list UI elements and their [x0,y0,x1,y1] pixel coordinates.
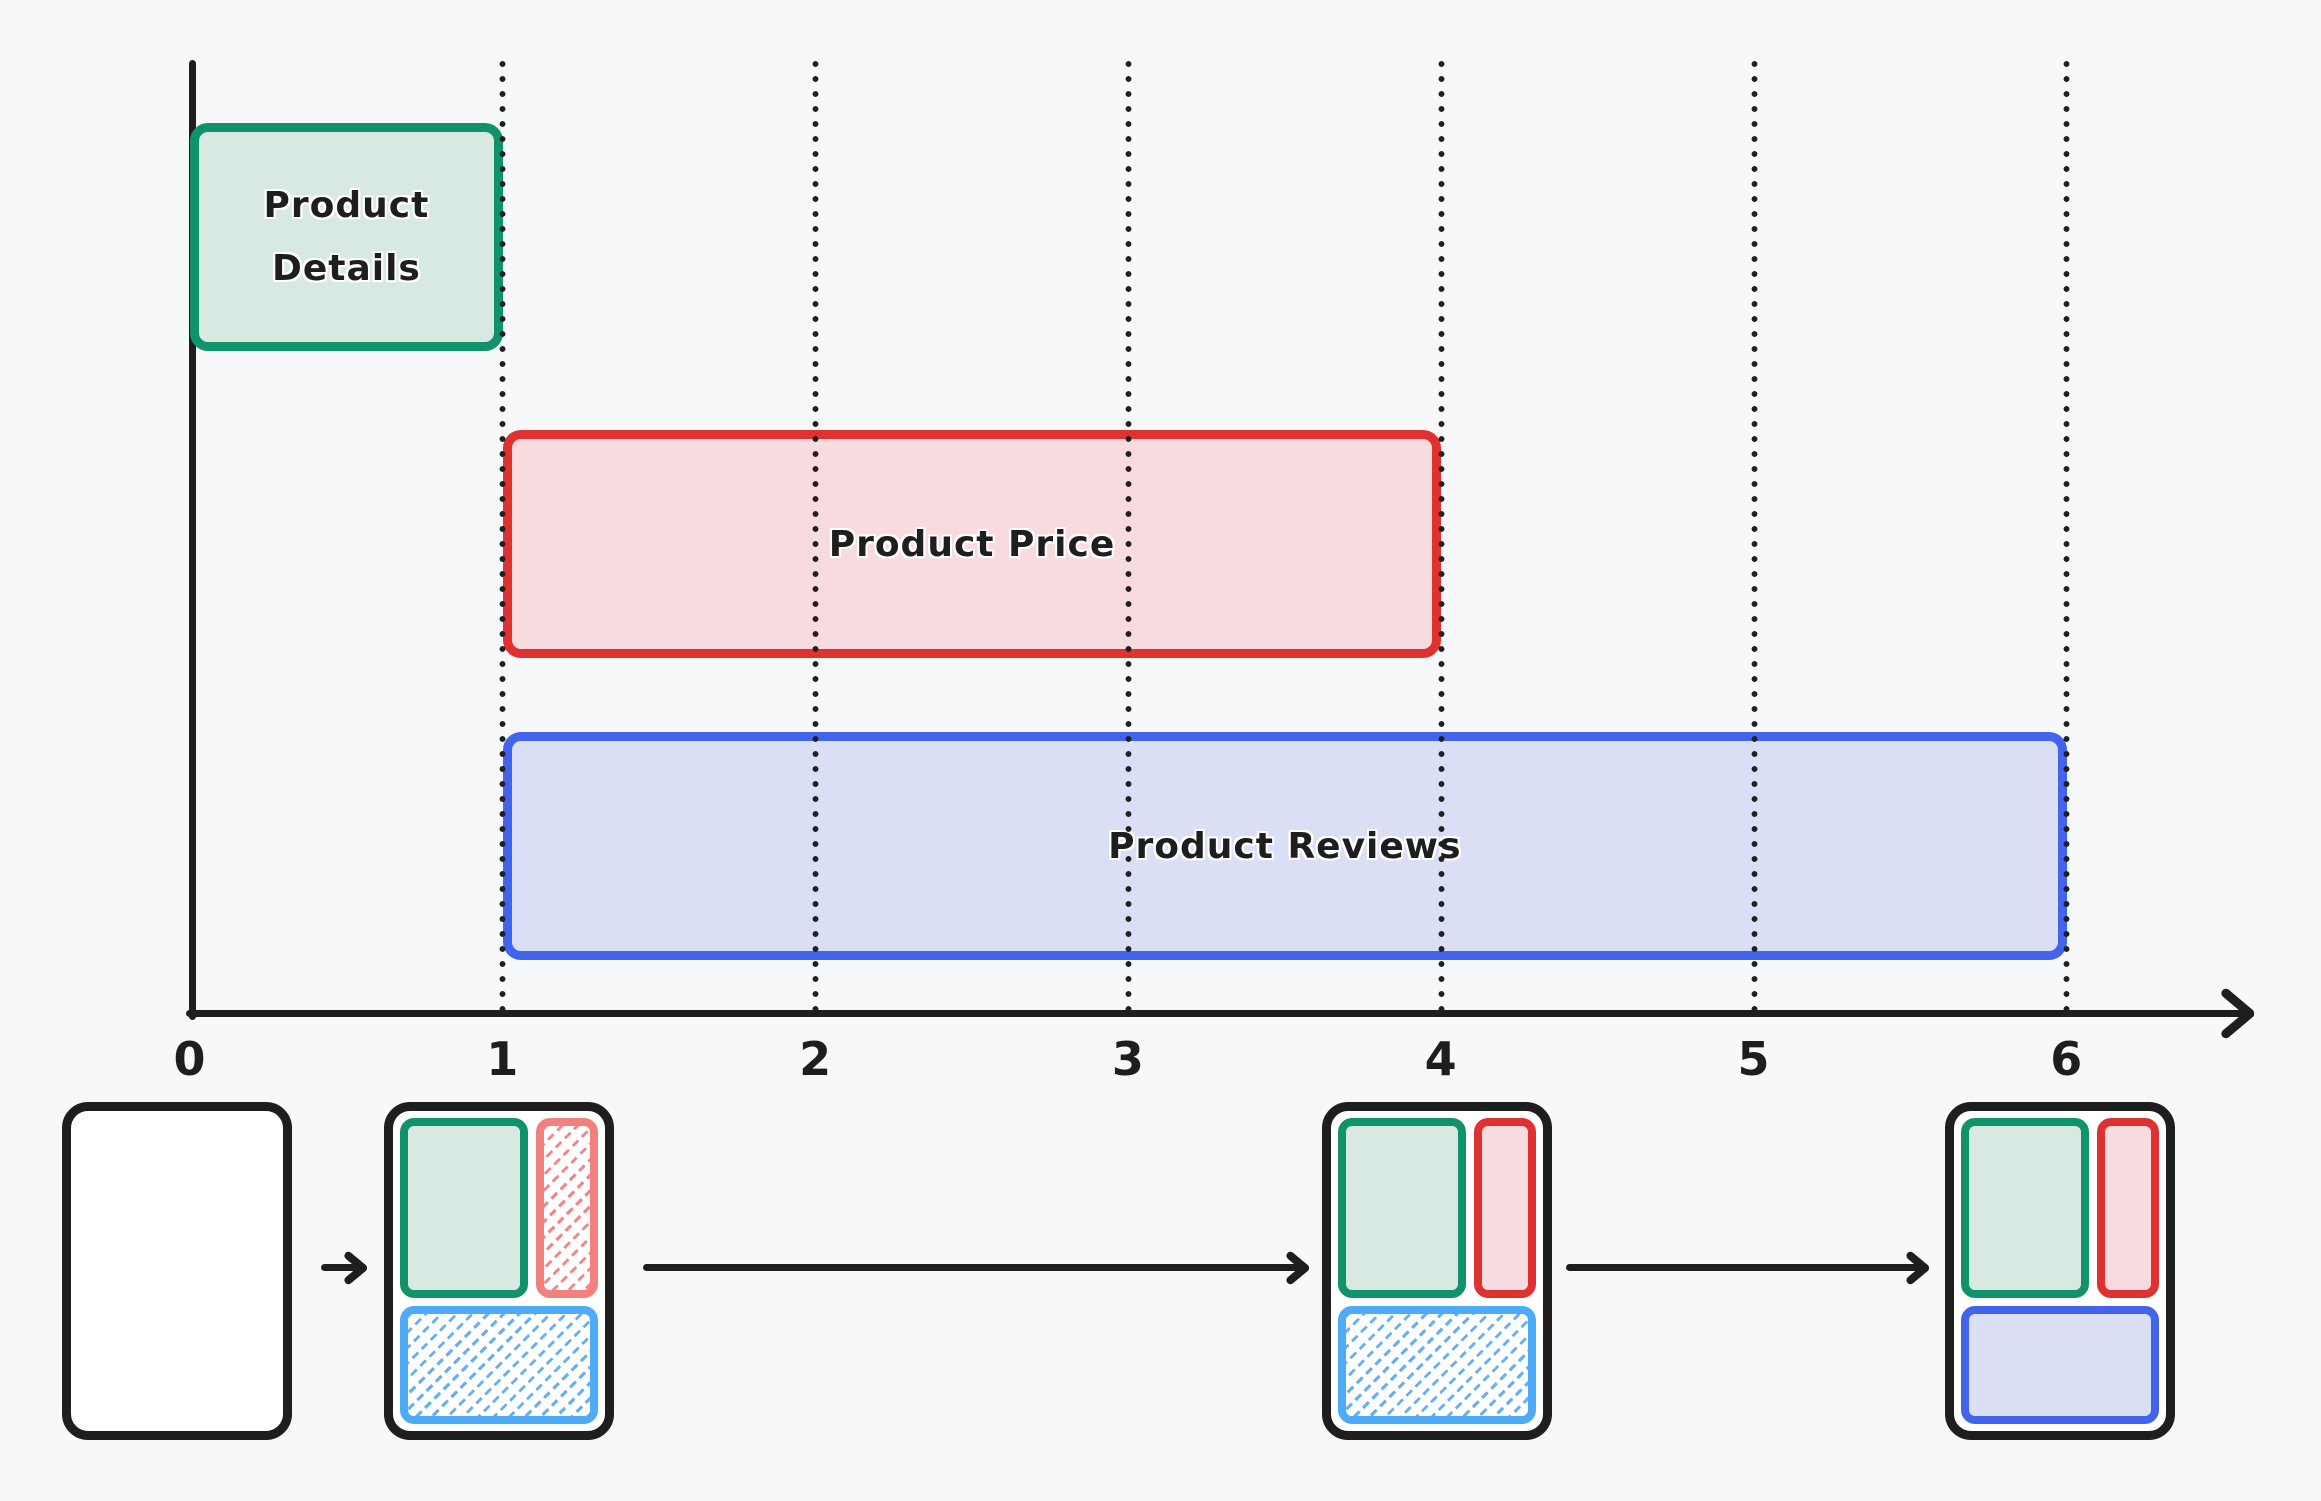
reviews-block-loading [1338,1306,1536,1424]
price-block-loaded [2097,1118,2159,1298]
price-block-loaded [1474,1118,1536,1298]
y-axis [189,60,196,1020]
x-tick-label-1: 1 [486,1032,520,1086]
device-card-skeleton-content [393,1111,605,1431]
x-tick-label-4: 4 [1424,1032,1458,1086]
details-block-loaded [1961,1118,2089,1298]
device-card-complete-content [1954,1111,2166,1431]
flow-arrow-3 [1566,1249,1931,1286]
gridline-6 [2063,60,2071,1013]
bar-product-price: Product Price [502,430,1442,658]
details-block-loaded [400,1118,528,1298]
flow-arrow-1 [321,1249,369,1286]
gridline-3 [1124,60,1132,1013]
bar-product-reviews-label: Product Reviews [1108,825,1462,867]
price-block-loading [536,1118,598,1298]
gridline-4 [1437,60,1445,1013]
device-card-skeleton [384,1102,614,1440]
device-card-price-loaded-content [1331,1111,1543,1431]
bar-product-details-label: Product Details [263,185,430,289]
device-card-empty-content [71,1111,283,1431]
x-tick-label-0: 0 [173,1032,207,1086]
gridline-1 [499,60,507,1013]
details-block-loaded [1338,1118,1466,1298]
device-card-price-loaded [1322,1102,1552,1440]
device-card-empty [62,1102,292,1440]
bar-product-price-label: Product Price [828,523,1116,565]
x-tick-label-2: 2 [799,1032,833,1086]
x-tick-label-5: 5 [1737,1032,1771,1086]
x-tick-label-3: 3 [1111,1032,1145,1086]
flow-arrow-2 [643,1249,1311,1286]
reviews-block-loading [400,1306,598,1424]
bar-product-reviews: Product Reviews [502,732,2067,960]
device-card-complete [1945,1102,2175,1440]
x-tick-label-6: 6 [2050,1032,2084,1086]
bar-product-details: Product Details [190,123,503,351]
gridline-5 [1750,60,1758,1013]
gridline-2 [812,60,820,1013]
x-axis [186,986,2256,1041]
reviews-block-loaded [1961,1306,2159,1424]
